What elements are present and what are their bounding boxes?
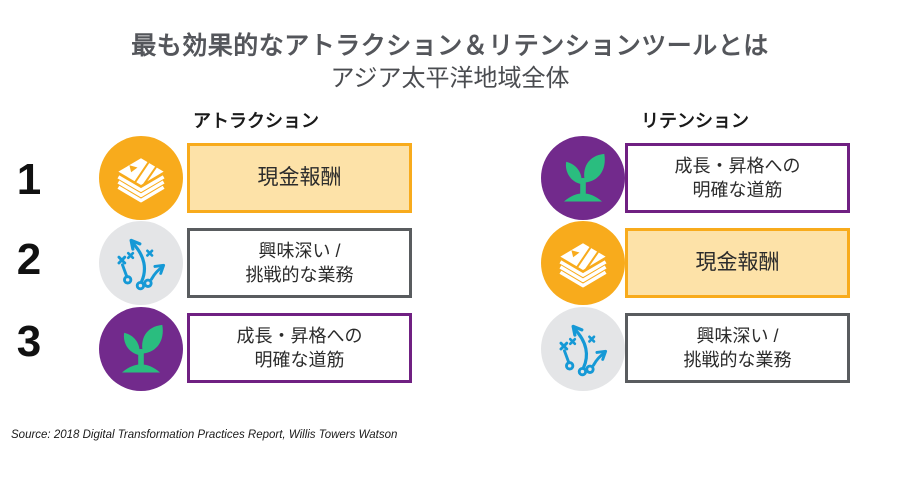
cash-stack-icon	[117, 158, 165, 203]
tool-label: 興味深い / 挑戦的な業務	[245, 241, 354, 285]
tool-label: 成長・昇格への 明確な道筋	[236, 326, 363, 370]
strategy-play-icon	[559, 324, 608, 377]
strategy-play-icon	[117, 238, 166, 291]
growth-plant-icon	[121, 324, 163, 373]
tool-label: 現金報酬	[257, 166, 342, 189]
tool-box-attraction-3: 成長・昇格への 明確な道筋	[187, 313, 412, 383]
source-note: Source: 2018 Digital Transformation Prac…	[11, 429, 398, 441]
tool-label: 成長・昇格への 明確な道筋	[674, 156, 801, 200]
tool-box-retention-2: 現金報酬	[625, 228, 850, 298]
cash-stack-icon-circle	[541, 221, 625, 305]
cash-stack-icon	[559, 243, 607, 288]
growth-plant-icon	[563, 153, 605, 202]
tool-box-retention-3: 興味深い / 挑戦的な業務	[625, 313, 850, 383]
page-title: 最も効果的なアトラクション＆リテンションツールとは	[131, 32, 769, 60]
tool-box-retention-1: 成長・昇格への 明確な道筋	[625, 143, 850, 213]
growth-plant-icon-circle	[99, 307, 183, 391]
growth-plant-icon-circle	[541, 136, 625, 220]
column-header-retention: リテンション	[641, 111, 749, 131]
tool-label: 興味深い / 挑戦的な業務	[683, 326, 792, 370]
rank-number-1: 1	[16, 155, 42, 204]
rank-number-2: 2	[16, 235, 42, 284]
tool-label: 現金報酬	[695, 251, 780, 274]
strategy-play-icon-circle	[99, 221, 183, 305]
tool-box-attraction-2: 興味深い / 挑戦的な業務	[187, 228, 412, 298]
strategy-play-icon-circle	[541, 307, 625, 391]
column-header-attraction: アトラクション	[193, 111, 319, 131]
cash-stack-icon-circle	[99, 136, 183, 220]
tool-box-attraction-1: 現金報酬	[187, 143, 412, 213]
page-subtitle: アジア太平洋地域全体	[330, 65, 570, 92]
rank-number-3: 3	[16, 317, 42, 366]
